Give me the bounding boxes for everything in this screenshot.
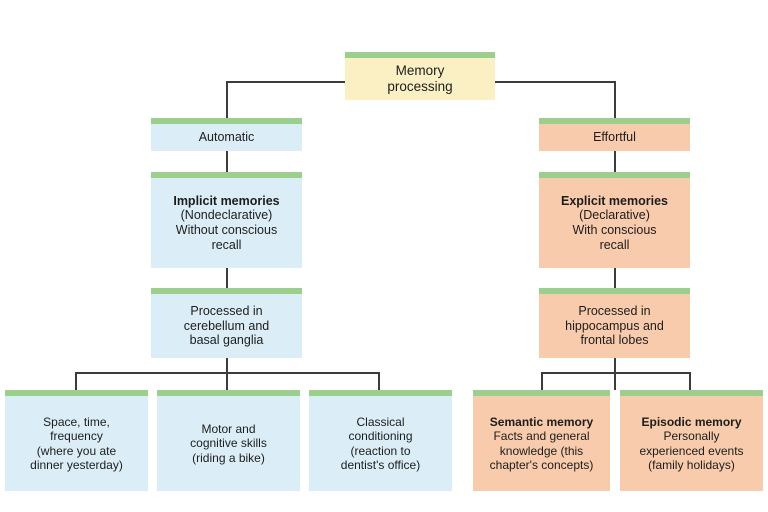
node-text-line: recall bbox=[599, 237, 630, 252]
connector-right-fanout-horizontal bbox=[541, 372, 691, 374]
node-text-line: chapter's concepts) bbox=[489, 457, 594, 472]
node-effortful: Effortful bbox=[539, 118, 690, 151]
node-text-line: Memory bbox=[395, 63, 445, 79]
node-text-line: (family holidays) bbox=[648, 457, 735, 472]
node-text-line: processing bbox=[387, 79, 453, 94]
node-classical-conditioning: Classical conditioning (reaction to dent… bbox=[309, 390, 452, 491]
node-cap bbox=[473, 390, 610, 396]
node-cap bbox=[151, 118, 302, 124]
node-body: Classical conditioning (reaction to dent… bbox=[309, 396, 452, 491]
node-text-line: cerebellum and bbox=[183, 318, 270, 333]
node-text-line: Motor and bbox=[201, 422, 256, 437]
node-text-line: Classical bbox=[356, 415, 405, 430]
node-text-line: Semantic memory bbox=[489, 415, 594, 430]
connector-left-fanout-drop-1 bbox=[75, 372, 77, 390]
connector-processing-to-examples-right bbox=[614, 358, 616, 390]
node-cap bbox=[620, 390, 763, 396]
node-body: Processed in hippocampus and frontal lob… bbox=[539, 294, 690, 358]
node-cap bbox=[539, 118, 690, 124]
node-explicit-memories: Explicit memories (Declarative) With con… bbox=[539, 172, 690, 268]
connector-automatic-to-implicit bbox=[226, 151, 228, 172]
node-text-line: dentist's office) bbox=[340, 457, 421, 472]
node-text-line: (Declarative) bbox=[579, 208, 650, 223]
node-text-line: conditioning bbox=[348, 429, 413, 444]
node-body: Memory processing bbox=[345, 58, 495, 100]
node-text-line: dinner yesterday) bbox=[30, 457, 123, 472]
node-body: Automatic bbox=[151, 124, 302, 151]
node-text-line: cognitive skills bbox=[190, 436, 267, 451]
node-text-line: With conscious bbox=[572, 223, 657, 237]
connector-effortful-to-explicit bbox=[614, 151, 616, 172]
node-space-time-frequency: Space, time, frequency (where you ate di… bbox=[5, 390, 148, 491]
connector-root-to-effortful-horizontal bbox=[495, 81, 615, 83]
node-text-line: frontal lobes bbox=[580, 333, 649, 348]
node-processed-in-hippocampus: Processed in hippocampus and frontal lob… bbox=[539, 288, 690, 358]
connector-explicit-to-processing bbox=[614, 268, 616, 288]
node-automatic: Automatic bbox=[151, 118, 302, 151]
node-cap bbox=[539, 288, 690, 294]
node-text-line: Personally bbox=[663, 429, 720, 444]
node-body: Space, time, frequency (where you ate di… bbox=[5, 396, 148, 491]
connector-right-fanout-drop-2 bbox=[689, 372, 691, 390]
node-text-line: Effortful bbox=[593, 130, 636, 145]
node-text-line: frequency bbox=[50, 429, 103, 444]
node-body: Processed in cerebellum and basal gangli… bbox=[151, 294, 302, 358]
connector-processing-to-examples-left bbox=[226, 358, 228, 390]
node-text-line: Implicit memories bbox=[173, 193, 280, 208]
node-memory-processing: Memory processing bbox=[345, 52, 495, 100]
node-episodic-memory: Episodic memory Personally experienced e… bbox=[620, 390, 763, 491]
connector-root-to-automatic-vertical bbox=[226, 81, 228, 118]
node-text-line: Without conscious bbox=[175, 223, 278, 237]
node-cap bbox=[5, 390, 148, 396]
node-text-line: knowledge (this bbox=[499, 443, 584, 458]
node-cap bbox=[151, 288, 302, 294]
node-semantic-memory: Semantic memory Facts and general knowle… bbox=[473, 390, 610, 491]
connector-root-to-automatic-horizontal bbox=[227, 81, 346, 83]
node-text-line: recall bbox=[211, 237, 242, 252]
connector-root-to-effortful-vertical bbox=[614, 81, 616, 118]
node-text-line: Processed in bbox=[578, 303, 651, 318]
connector-left-fanout-horizontal bbox=[75, 372, 380, 374]
node-cap bbox=[345, 52, 495, 58]
node-motor-cognitive-skills: Motor and cognitive skills (riding a bik… bbox=[157, 390, 300, 491]
node-text-line: (where you ate bbox=[36, 443, 117, 458]
node-body: Episodic memory Personally experienced e… bbox=[620, 396, 763, 491]
node-text-line: (riding a bike) bbox=[192, 450, 265, 465]
node-processed-in-cerebellum: Processed in cerebellum and basal gangli… bbox=[151, 288, 302, 358]
node-body: Implicit memories (Nondeclarative) Witho… bbox=[151, 178, 302, 268]
node-cap bbox=[309, 390, 452, 396]
connector-implicit-to-processing bbox=[226, 268, 228, 288]
connector-left-fanout-drop-3 bbox=[378, 372, 380, 390]
node-text-line: Episodic memory bbox=[641, 415, 742, 430]
node-body: Explicit memories (Declarative) With con… bbox=[539, 178, 690, 268]
node-cap bbox=[539, 172, 690, 178]
node-cap bbox=[151, 172, 302, 178]
node-body: Semantic memory Facts and general knowle… bbox=[473, 396, 610, 491]
node-body: Motor and cognitive skills (riding a bik… bbox=[157, 396, 300, 491]
node-text-line: (Nondeclarative) bbox=[180, 208, 273, 223]
connector-right-fanout-drop-1 bbox=[541, 372, 543, 390]
node-text-line: Processed in bbox=[190, 303, 263, 318]
node-implicit-memories: Implicit memories (Nondeclarative) Witho… bbox=[151, 172, 302, 268]
node-text-line: Automatic bbox=[198, 130, 255, 145]
node-text-line: Explicit memories bbox=[561, 193, 668, 208]
node-body: Effortful bbox=[539, 124, 690, 151]
node-text-line: Space, time, bbox=[43, 415, 110, 430]
node-text-line: hippocampus and bbox=[565, 318, 664, 333]
node-text-line: Facts and general bbox=[493, 429, 590, 444]
node-cap bbox=[157, 390, 300, 396]
node-text-line: basal ganglia bbox=[189, 333, 264, 348]
node-text-line: (reaction to bbox=[350, 443, 411, 458]
node-text-line: experienced events bbox=[639, 443, 744, 458]
